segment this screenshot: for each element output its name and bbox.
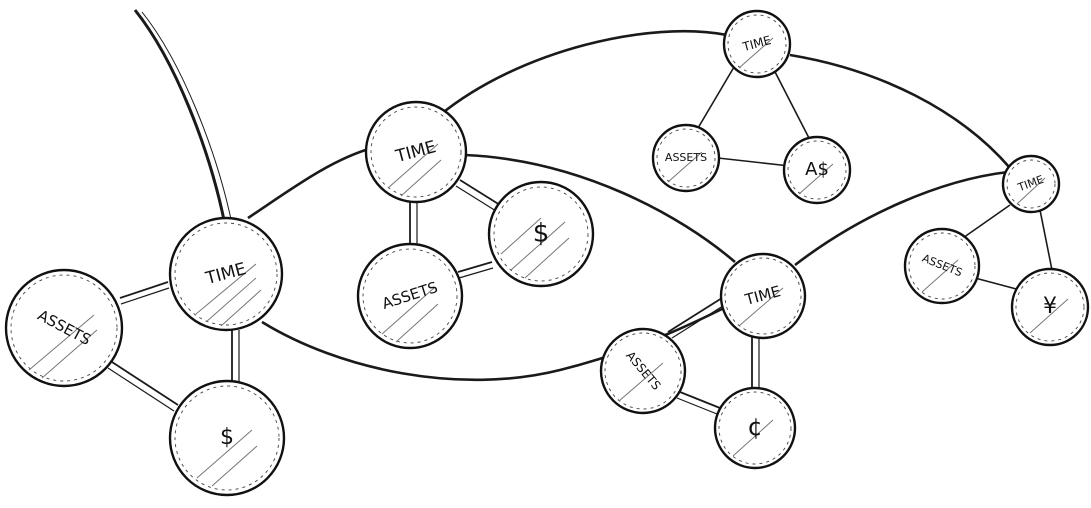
austral-node: A$ — [782, 135, 852, 205]
connection-paths — [133, 9, 1011, 382]
edge-time1-assets1 — [119, 281, 169, 299]
assets-node-1: ASSETS — [4, 268, 124, 388]
edge-assets2-sigil2-b — [458, 267, 494, 279]
cent-node: ¢ — [713, 386, 797, 470]
edge-assets1-sigil1 — [111, 361, 179, 406]
edge-time3-assets3 — [697, 61, 738, 129]
sigil-node-1: $ — [168, 379, 286, 497]
austral-label: A$ — [805, 159, 829, 180]
node-edges — [107, 61, 1053, 415]
assets-node-5: ASSETS — [903, 227, 981, 305]
sigil-label-1: $ — [220, 425, 234, 450]
edge-assets2-sigil2 — [457, 261, 493, 273]
cent-label: ¢ — [747, 413, 762, 441]
sigil-label-2: $ — [533, 219, 550, 249]
assets-node-3: ASSETS — [651, 123, 721, 193]
path-time2-time3 — [439, 29, 728, 117]
edge-time2-sigil2-b — [455, 185, 497, 212]
path-time4-time5 — [794, 170, 1009, 267]
edge-assets4-cent — [679, 391, 721, 409]
edge-time5-assets5 — [959, 204, 1011, 241]
edge-time4-assets4 — [667, 297, 723, 333]
edge-time2-sigil2 — [459, 179, 501, 206]
path-time1-time4 — [261, 303, 731, 382]
edge-time5-yen — [1039, 209, 1053, 271]
time-node-3: TIME — [722, 9, 792, 79]
edge-assets3-aus — [717, 157, 791, 167]
assets-node-2: ASSETS — [356, 242, 464, 350]
time-node-2: TIME — [364, 100, 468, 204]
edge-time3-aus — [771, 65, 811, 141]
edge-time4-assets4-b — [671, 303, 727, 339]
path-time3-time5 — [789, 53, 1011, 169]
yen-label: ¥ — [1043, 294, 1057, 319]
assets-label-3: ASSETS — [665, 151, 707, 164]
time-node-5: TIME — [1001, 154, 1061, 214]
assets-node-4: ASSETS — [599, 327, 687, 415]
path-time1-time2 — [247, 146, 373, 220]
sigil-node-2: $ — [487, 180, 595, 288]
yen-node: ¥ — [1010, 267, 1090, 347]
edge-assets4-cent-b — [676, 397, 718, 415]
path-tail-inner — [141, 11, 233, 225]
time-node-4: TIME — [719, 252, 807, 340]
edge-assets5-yen — [974, 277, 1021, 291]
edge-time1-assets1-b — [120, 287, 170, 305]
edge-assets1-sigil1-b — [107, 367, 175, 412]
path-tail — [133, 9, 227, 226]
path-time2-time4 — [464, 153, 736, 263]
time-node-1: TIME — [168, 216, 284, 332]
